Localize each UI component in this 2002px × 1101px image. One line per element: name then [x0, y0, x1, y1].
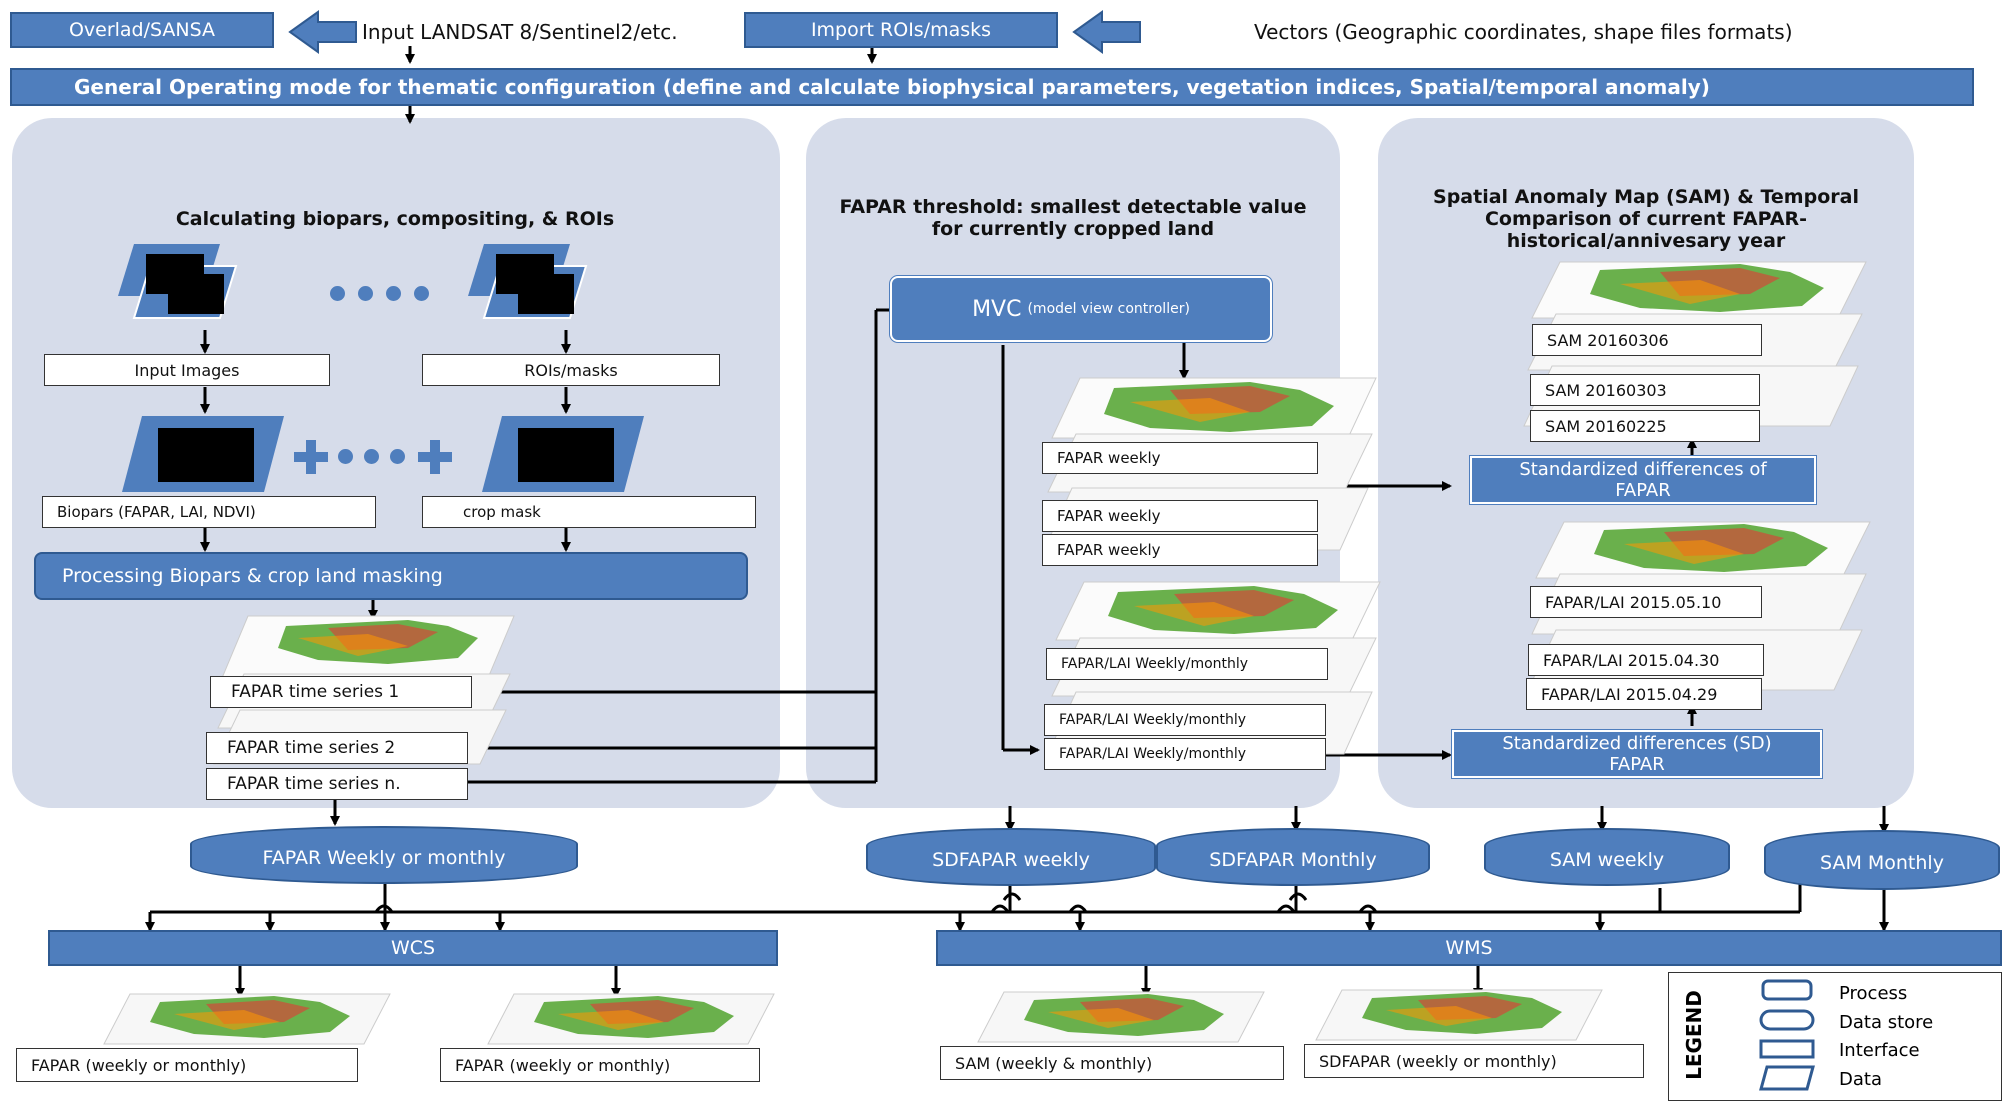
plus-icon: [294, 440, 328, 474]
dot: [390, 449, 405, 464]
legend: LEGEND Process Data store Interface Data: [1668, 972, 2002, 1101]
std-fapar-line2: FAPAR: [1615, 480, 1671, 501]
fapar-weekly-1: FAPAR weekly: [1042, 442, 1318, 474]
dot: [330, 286, 345, 301]
sam-weekly-data-store[interactable]: SAM weekly: [1484, 828, 1730, 886]
general-operating-mode-bar[interactable]: General Operating mode for thematic conf…: [10, 68, 1974, 106]
sam-20160306: SAM 20160306: [1532, 324, 1762, 356]
vectors-label: Vectors (Geographic coordinates, shape f…: [1254, 20, 1793, 44]
left-panel-heading: Calculating biopars, compositing, & ROIs: [175, 208, 615, 230]
sam-20160303: SAM 20160303: [1530, 374, 1760, 406]
input-landsat-label: Input LANDSAT 8/Sentinel2/etc.: [362, 20, 678, 44]
image-stack-icon: [118, 244, 238, 319]
standardized-differences-sd-process[interactable]: Standardized differences (SD) FAPAR: [1452, 730, 1822, 778]
crop-mask-label: crop mask: [422, 496, 756, 528]
wms-output-map-1: [977, 991, 1265, 1043]
wcs-output-fapar-1: FAPAR (weekly or monthly): [16, 1048, 358, 1082]
legend-data: Data: [1839, 1069, 1882, 1090]
middle-panel-heading-line2: for currently cropped land: [931, 218, 1215, 240]
legend-data-store: Data store: [1839, 1012, 1934, 1033]
fapar-lai-weekly-2: FAPAR/LAI Weekly/monthly: [1044, 704, 1326, 736]
sam-monthly-data-store[interactable]: SAM Monthly: [1764, 830, 2000, 890]
wcs-interface[interactable]: WCS: [48, 930, 778, 966]
rois-masks-label: ROIs/masks: [422, 354, 720, 386]
sdfapar-weekly-data-store[interactable]: SDFAPAR weekly: [866, 828, 1156, 886]
legend-process: Process: [1839, 983, 1908, 1004]
standardized-differences-fapar-process[interactable]: Standardized differences of FAPAR: [1470, 456, 1816, 504]
sdfapar-monthly-data-store[interactable]: SDFAPAR Monthly: [1156, 828, 1430, 886]
dot: [364, 449, 379, 464]
right-panel-heading-line3: historical/annivesary year: [1506, 230, 1786, 252]
dot: [414, 286, 429, 301]
wms-interface[interactable]: WMS: [936, 930, 2002, 966]
fapar-time-series-2: FAPAR time series 2: [206, 732, 468, 764]
right-panel-heading-line1: Spatial Anomaly Map (SAM) & Temporal: [1433, 186, 1859, 208]
fapar-data-store[interactable]: FAPAR Weekly or monthly: [190, 826, 578, 884]
mvc-sublabel: (model view controller): [1027, 300, 1190, 317]
plus-icon: [418, 440, 452, 474]
input-images-label: Input Images: [44, 354, 330, 386]
overlad-sansa-button[interactable]: Overlad/SANSA: [10, 12, 274, 48]
std-fapar-line1: Standardized differences of: [1519, 459, 1767, 480]
wcs-output-fapar-2: FAPAR (weekly or monthly): [440, 1048, 760, 1082]
fapar-time-series-n: FAPAR time series n.: [206, 768, 468, 800]
fapar-lai-20150430: FAPAR/LAI 2015.04.30: [1528, 644, 1764, 676]
wcs-output-map-1: [103, 993, 391, 1045]
legend-symbols: [1759, 979, 1815, 1091]
sam-20160225: SAM 20160225: [1530, 410, 1760, 442]
image-stack-icon: [468, 244, 588, 319]
mvc-process[interactable]: MVC (model view controller): [890, 276, 1272, 342]
legend-title: LEGEND: [1682, 990, 1706, 1080]
dot: [386, 286, 401, 301]
dot: [338, 449, 353, 464]
fapar-lai-20150429: FAPAR/LAI 2015.04.29: [1526, 678, 1762, 710]
wcs-output-map-2: [487, 993, 775, 1045]
import-rois-masks-button[interactable]: Import ROIs/masks: [744, 12, 1058, 48]
fapar-weekly-2: FAPAR weekly: [1042, 500, 1318, 532]
legend-interface: Interface: [1839, 1040, 1920, 1061]
composite-image-icon: [122, 416, 284, 492]
fapar-time-series-1: FAPAR time series 1: [210, 676, 472, 708]
std-sd-line2: FAPAR: [1609, 754, 1665, 775]
fapar-lai-20150510: FAPAR/LAI 2015.05.10: [1530, 586, 1762, 618]
processing-biopars-process[interactable]: Processing Biopars & crop land masking: [34, 552, 748, 600]
biopars-label: Biopars (FAPAR, LAI, NDVI): [42, 496, 376, 528]
right-panel-heading-line2: Comparison of current FAPAR-: [1484, 208, 1808, 230]
crop-mask-image-icon: [482, 416, 644, 492]
fapar-lai-weekly-1: FAPAR/LAI Weekly/monthly: [1046, 648, 1328, 680]
fapar-lai-weekly-3: FAPAR/LAI Weekly/monthly: [1044, 738, 1326, 770]
mvc-label: MVC: [972, 296, 1022, 322]
dot: [358, 286, 373, 301]
middle-panel-heading-line1: FAPAR threshold: smallest detectable val…: [839, 196, 1307, 218]
wms-output-map-2: [1315, 989, 1603, 1041]
fapar-weekly-3: FAPAR weekly: [1042, 534, 1318, 566]
wms-output-sam: SAM (weekly & monthly): [940, 1046, 1284, 1080]
std-sd-line1: Standardized differences (SD): [1502, 733, 1772, 754]
wms-output-sdfapar: SDFAPAR (weekly or monthly): [1304, 1044, 1644, 1078]
